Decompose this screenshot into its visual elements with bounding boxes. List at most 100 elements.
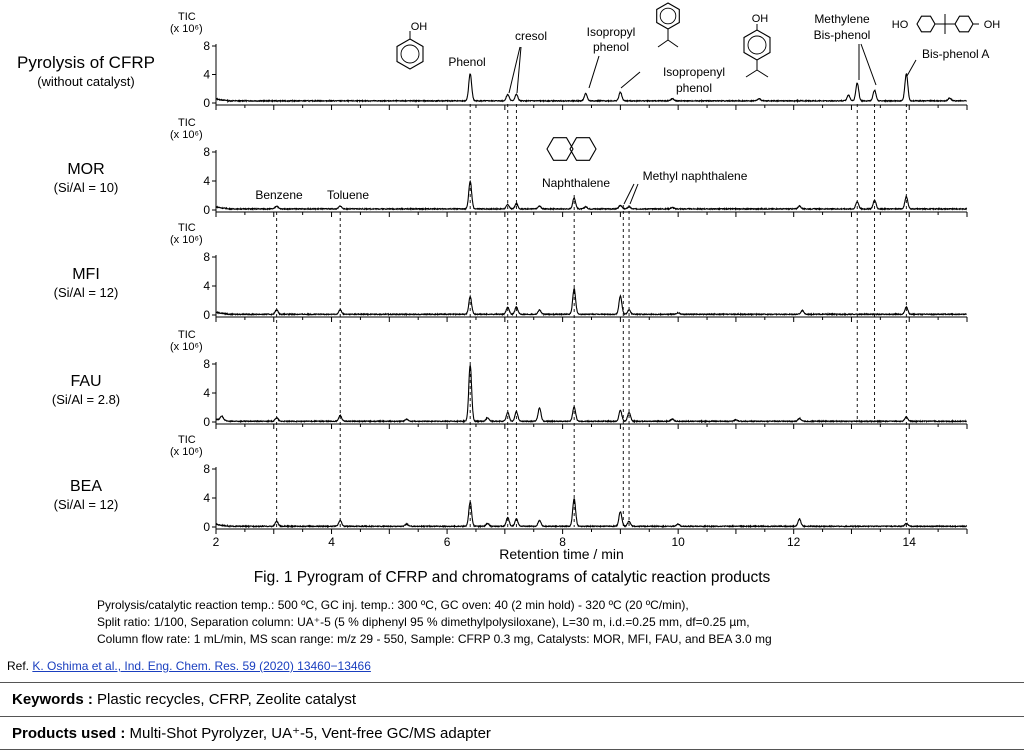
- x-tick-label: 8: [559, 535, 566, 549]
- y-tick-label: 4: [203, 279, 210, 293]
- x-tick-label: 6: [444, 535, 451, 549]
- series-subtitle: (Si/Al = 10): [54, 180, 119, 195]
- series-subtitle: (Si/Al = 12): [54, 285, 119, 300]
- series-name: BEA: [70, 478, 102, 495]
- figure-caption: Fig. 1 Pyrogram of CFRP and chromatogram…: [253, 569, 771, 586]
- series-name: MFI: [72, 266, 100, 283]
- leader-isopropyl: [588, 55, 600, 89]
- y-label-line1: TIC: [178, 222, 196, 234]
- phenol-oh-label: OH: [411, 21, 428, 33]
- leader-cresol: [508, 46, 521, 94]
- series-subtitle: (Si/Al = 2.8): [52, 392, 120, 407]
- leader-cresol: [516, 46, 522, 94]
- bisphenol-ring-icon: [916, 15, 936, 33]
- label-methylene: Methylene: [814, 12, 870, 26]
- series-name: FAU: [70, 373, 101, 390]
- phenol-structure-icon: [396, 38, 424, 70]
- x-tick-label: 2: [213, 535, 220, 549]
- series-trace: [215, 498, 968, 529]
- bisphenol-oh-label: OH: [984, 19, 1001, 31]
- series-trace: [215, 363, 967, 424]
- y-label-line2: (x 10⁶): [170, 129, 203, 141]
- label-toluene: Toluene: [327, 188, 369, 202]
- y-tick-label: 8: [203, 250, 210, 264]
- y-label-line2: (x 10⁶): [170, 446, 203, 458]
- products-bar: Products used : Multi-Shot Pyrolyzer, UA…: [0, 716, 1024, 750]
- x-tick-label: 14: [903, 535, 917, 549]
- leader-methyl-naphthalene: [623, 183, 635, 205]
- y-tick-label: 0: [203, 520, 210, 534]
- panel-bea: 0 4 8 TIC(x 10⁶) BEA (Si/Al = 12): [54, 434, 968, 534]
- isopropenyl-bond: [756, 69, 769, 78]
- series-name: MOR: [67, 161, 104, 178]
- bisphenol-ho-label: HO: [892, 19, 909, 31]
- label-isopropenyl: phenol: [676, 81, 712, 95]
- reference-link[interactable]: K. Oshima et al., Ind. Eng. Chem. Res. 5…: [32, 659, 371, 673]
- y-label-line1: TIC: [178, 329, 196, 341]
- panel-mfi: 0 4 8 TIC(x 10⁶) MFI (Si/Al = 12): [54, 222, 968, 322]
- y-tick-label: 8: [203, 145, 210, 159]
- y-tick-label: 0: [203, 415, 210, 429]
- reference-line: Ref. K. Oshima et al., Ind. Eng. Chem. R…: [7, 659, 371, 673]
- y-label-line2: (x 10⁶): [170, 23, 203, 35]
- conditions-block: Pyrolysis/catalytic reaction temp.: 500 …: [97, 597, 997, 648]
- x-tick-label: 12: [787, 535, 801, 549]
- naphthalene-ring-icon: [546, 137, 574, 161]
- series-name: Pyrolysis of CFRP: [17, 53, 155, 72]
- isopropyl-bond: [657, 39, 669, 48]
- y-tick-label: 0: [203, 96, 210, 110]
- keywords-value: Plastic recycles, CFRP, Zeolite catalyst: [97, 691, 357, 708]
- y-label-line1: TIC: [178, 434, 196, 446]
- y-label-line1: TIC: [178, 11, 196, 23]
- reference-prefix: Ref.: [7, 659, 30, 673]
- y-tick-label: 8: [203, 39, 210, 53]
- label-naphthalene: Naphthalene: [542, 176, 610, 190]
- label-phenol: Phenol: [448, 55, 485, 69]
- label-bisphenol-a: Bis-phenol A: [922, 47, 989, 61]
- y-tick-label: 4: [203, 386, 210, 400]
- panel-fau: 0 4 8 TIC(x 10⁶) FAU (Si/Al = 2.8): [52, 329, 968, 429]
- label-benzene: Benzene: [255, 188, 303, 202]
- naphthalene-ring-icon: [569, 137, 597, 161]
- conditions-line-2: Split ratio: 1/100, Separation column: U…: [97, 615, 750, 629]
- x-tick-label: 10: [671, 535, 685, 549]
- x-tick-label: 4: [328, 535, 335, 549]
- conditions-line-1: Pyrolysis/catalytic reaction temp.: 500 …: [97, 598, 689, 612]
- isopropenyl-bond: [745, 69, 758, 78]
- label-isopropyl: Isopropyl: [587, 25, 636, 39]
- isopropyl-bond: [667, 39, 679, 48]
- series-trace: [215, 179, 968, 211]
- y-tick-label: 0: [203, 308, 210, 322]
- phenol-structure-icon-ring: [400, 44, 420, 64]
- isopropyl-phenol-structure-icon-ring: [659, 7, 677, 25]
- keywords-label: Keywords :: [12, 691, 93, 708]
- bisphenol-ring-icon: [954, 15, 974, 33]
- conditions-line-3: Column flow rate: 1 mL/min, MS scan rang…: [97, 632, 772, 646]
- y-tick-label: 8: [203, 462, 210, 476]
- leader-methyl-naphthalene: [629, 183, 639, 205]
- label-cresol: cresol: [515, 29, 547, 43]
- products-value: Multi-Shot Pyrolyzer, UA⁺-5, Vent-free G…: [129, 725, 491, 742]
- products-label: Products used :: [12, 725, 126, 742]
- label-isopropenyl: Isopropenyl: [663, 65, 725, 79]
- series-trace: [215, 287, 968, 317]
- series-subtitle: (Si/Al = 12): [54, 497, 119, 512]
- keywords-bar: Keywords : Plastic recycles, CFRP, Zeoli…: [0, 682, 1024, 715]
- y-label-line2: (x 10⁶): [170, 341, 203, 353]
- label-isopropyl: phenol: [593, 40, 629, 54]
- x-axis-label: Retention time / min: [499, 546, 624, 562]
- leader-isopropenyl: [620, 71, 641, 89]
- y-tick-label: 4: [203, 174, 210, 188]
- panel-mor: 0 4 8 TIC(x 10⁶) MOR (Si/Al = 10): [54, 117, 968, 217]
- leader-methylene: [860, 43, 877, 86]
- y-label-line2: (x 10⁶): [170, 234, 203, 246]
- label-methyl-naphthalene: Methyl naphthalene: [643, 169, 748, 183]
- isopropenyl-oh-label: OH: [752, 13, 769, 25]
- y-tick-label: 0: [203, 203, 210, 217]
- y-label-line1: TIC: [178, 117, 196, 129]
- y-tick-label: 4: [203, 491, 210, 505]
- y-tick-label: 8: [203, 357, 210, 371]
- leader-bisphenol-a: [906, 59, 917, 77]
